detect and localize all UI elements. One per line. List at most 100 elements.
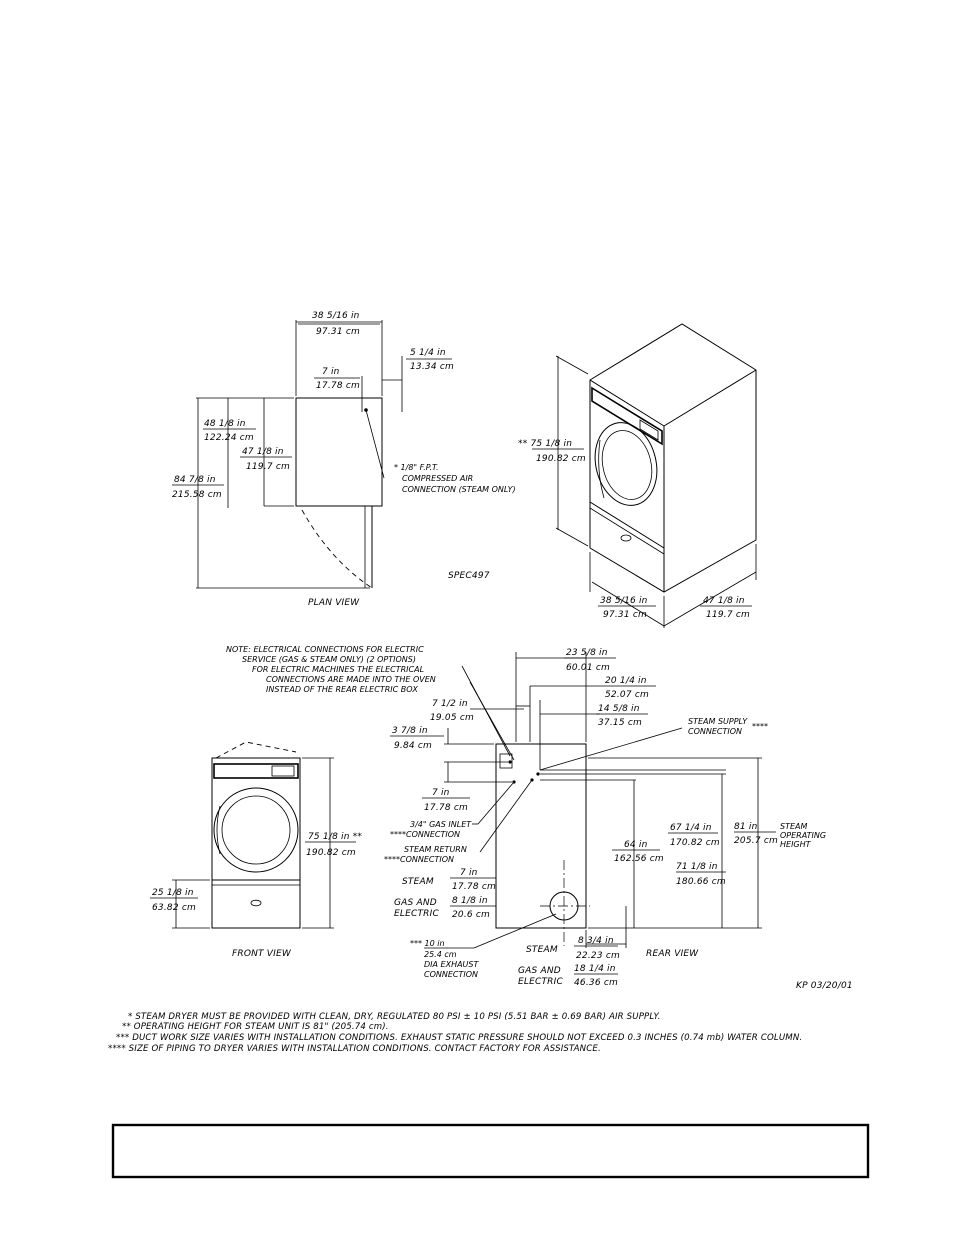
- rear-steam-exh-cm: 17.78 cm: [452, 882, 496, 892]
- rear-h64-cm: 162.56 cm: [614, 854, 664, 864]
- front-display: [271, 765, 295, 777]
- rear-steam-supply-line2: CONNECTION: [688, 727, 742, 736]
- rear-d3-in: 7 1/2 in: [432, 699, 468, 709]
- revision-stamp: KP 03/20/01: [796, 981, 853, 991]
- rear-d4-in: 14 5/8 in: [598, 704, 640, 714]
- rear-h81-in: 81 in: [734, 822, 758, 832]
- rear-d5-in: 3 7/8 in: [392, 726, 428, 736]
- rear-gas-line1: 3/4" GAS INLET: [410, 820, 472, 829]
- footnote-4: **** SIZE OF PIPING TO DRYER VARIES WITH…: [108, 1044, 601, 1054]
- iso-height-ext-top: [555, 355, 589, 375]
- plan-air-note-line3: CONNECTION (STEAM ONLY): [402, 485, 516, 494]
- rear-d4-cm: 37.15 cm: [598, 718, 642, 728]
- rear-return-leader: [479, 779, 533, 853]
- rear-return-line1: STEAM RETURN: [404, 845, 467, 854]
- iso-door-handle: [598, 439, 605, 499]
- plan-air-in: 7 in: [322, 367, 340, 377]
- front-cabinet: [211, 757, 301, 929]
- plan-dryer-body: [295, 397, 383, 507]
- rear-h64-in: 64 in: [624, 840, 648, 850]
- plan-total-cm: 215.58 cm: [172, 490, 222, 500]
- plan-door-swing-arc: [301, 509, 373, 589]
- front-door-handle: [216, 805, 221, 855]
- rear-steam-side-cm: 22.23 cm: [576, 951, 620, 961]
- rear-exhaust-in: *** 10 in: [410, 939, 445, 948]
- rear-d1-in: 23 5/8 in: [566, 648, 608, 658]
- iso-door-outer: [594, 422, 658, 506]
- plan-width-cm: 97.31 cm: [316, 327, 360, 337]
- front-control-panel: [213, 763, 299, 779]
- rear-exhaust-cm: 25.4 cm: [424, 950, 457, 959]
- rear-h67-in: 67 1/4 in: [670, 823, 712, 833]
- rear-note-line4: CONNECTIONS ARE MADE INTO THE OVEN: [266, 675, 436, 684]
- rear-note-line5: INSTEAD OF THE REAR ELECTRIC BOX: [266, 685, 418, 694]
- rear-return-line2: ****CONNECTION: [384, 855, 454, 864]
- rear-steam-side-in: 8 3/4 in: [578, 936, 614, 946]
- plan-spec-code: SPEC497: [448, 571, 490, 581]
- iso-width-dim: [591, 581, 665, 627]
- rear-gas-exh-cm: 20.6 cm: [452, 910, 490, 920]
- rear-steam-height-line3: HEIGHT: [780, 840, 812, 849]
- rear-steam-supply-leader: [539, 727, 683, 771]
- iso-display: [639, 419, 659, 441]
- rear-exhaust-note-2: CONNECTION: [424, 970, 478, 979]
- rear-exhaust-leader: [473, 913, 557, 949]
- rear-h81-cm: 205.7 cm: [734, 836, 778, 846]
- iso-view: ** 75 1/8 in 190.82 cm 38 5/16 in 97.31 …: [518, 323, 757, 628]
- rear-steam-height-line1: STEAM: [780, 822, 807, 831]
- front-top-dashed: [215, 741, 297, 759]
- iso-cabinet-outline: [589, 323, 757, 593]
- plan-air-note-line1: * 1/8" F.P.T.: [394, 463, 439, 472]
- front-door-inner: [221, 795, 291, 865]
- rear-conn-supply: [536, 772, 540, 776]
- rear-gas-exh-in: 8 1/8 in: [452, 896, 488, 906]
- front-door-outer: [213, 787, 299, 873]
- iso-base-line-2: [589, 507, 665, 555]
- rear-view-label: REAR VIEW: [646, 949, 699, 959]
- plan-air-note-line2: COMPRESSED AIR: [402, 474, 473, 483]
- rear-gas-side-cm: 46.36 cm: [574, 978, 618, 988]
- iso-door-inner: [601, 430, 653, 500]
- front-base-in: 25 1/8 in: [152, 888, 194, 898]
- rear-gas-line2: ****CONNECTION: [390, 830, 460, 839]
- rear-note-line3: FOR ELECTRIC MACHINES THE ELECTRICAL: [252, 665, 424, 674]
- rear-steam-label: STEAM: [402, 877, 434, 887]
- iso-top-side-edge: [663, 369, 757, 427]
- rear-d2-cm: 52.07 cm: [605, 690, 649, 700]
- footnote-3: *** DUCT WORK SIZE VARIES WITH INSTALLAT…: [116, 1033, 802, 1043]
- footnote-1: * STEAM DRYER MUST BE PROVIDED WITH CLEA…: [128, 1012, 661, 1022]
- rear-electric-box: [499, 753, 513, 769]
- iso-width-in: 38 5/16 in: [600, 596, 648, 606]
- iso-base-latch: [620, 534, 632, 542]
- iso-depth-cm: 119.7 cm: [706, 610, 750, 620]
- rear-steam-supply-line1: STEAM SUPPLY: [688, 717, 748, 726]
- rear-gas-label-2: ELECTRIC: [394, 909, 439, 919]
- plan-depth-cm: 122.24 cm: [204, 433, 254, 443]
- rear-steam-supply-mark: ****: [752, 722, 768, 731]
- rear-h67-cm: 170.82 cm: [670, 838, 720, 848]
- front-view-label: FRONT VIEW: [232, 949, 292, 959]
- plan-total-in: 84 7/8 in: [174, 475, 216, 485]
- plan-inner-cm: 119.7 cm: [246, 462, 290, 472]
- front-base-latch: [250, 899, 262, 907]
- front-view: 75 1/8 in ** 190.82 cm 25 1/8 in 63.82 c…: [150, 741, 362, 959]
- rear-gas-leader: [477, 781, 515, 825]
- bottom-title-box: [111, 1123, 870, 1179]
- iso-height-ext-bottom: [555, 527, 589, 547]
- rear-steam-height-line2: OPERATING: [780, 831, 826, 840]
- rear-d5-cm: 9.84 cm: [394, 741, 432, 751]
- iso-depth-dim: [663, 571, 757, 627]
- rear-note-line1: NOTE: ELECTRICAL CONNECTIONS FOR ELECTRI…: [226, 645, 424, 654]
- rear-d3-cm: 19.05 cm: [430, 713, 474, 723]
- rear-exhaust-circle: [549, 891, 579, 921]
- rear-note-leader-2: [469, 681, 515, 761]
- rear-conn-electric-1: [508, 760, 512, 764]
- rear-gas-label-1: GAS AND: [394, 898, 437, 908]
- iso-depth-in: 47 1/8 in: [703, 596, 745, 606]
- rear-d1-cm: 60.01 cm: [566, 663, 610, 673]
- rear-steam-side-label: STEAM: [526, 945, 558, 955]
- iso-height-in: ** 75 1/8 in: [518, 439, 572, 449]
- plan-air-leader: [365, 409, 385, 479]
- rear-h71-in: 71 1/8 in: [676, 862, 718, 872]
